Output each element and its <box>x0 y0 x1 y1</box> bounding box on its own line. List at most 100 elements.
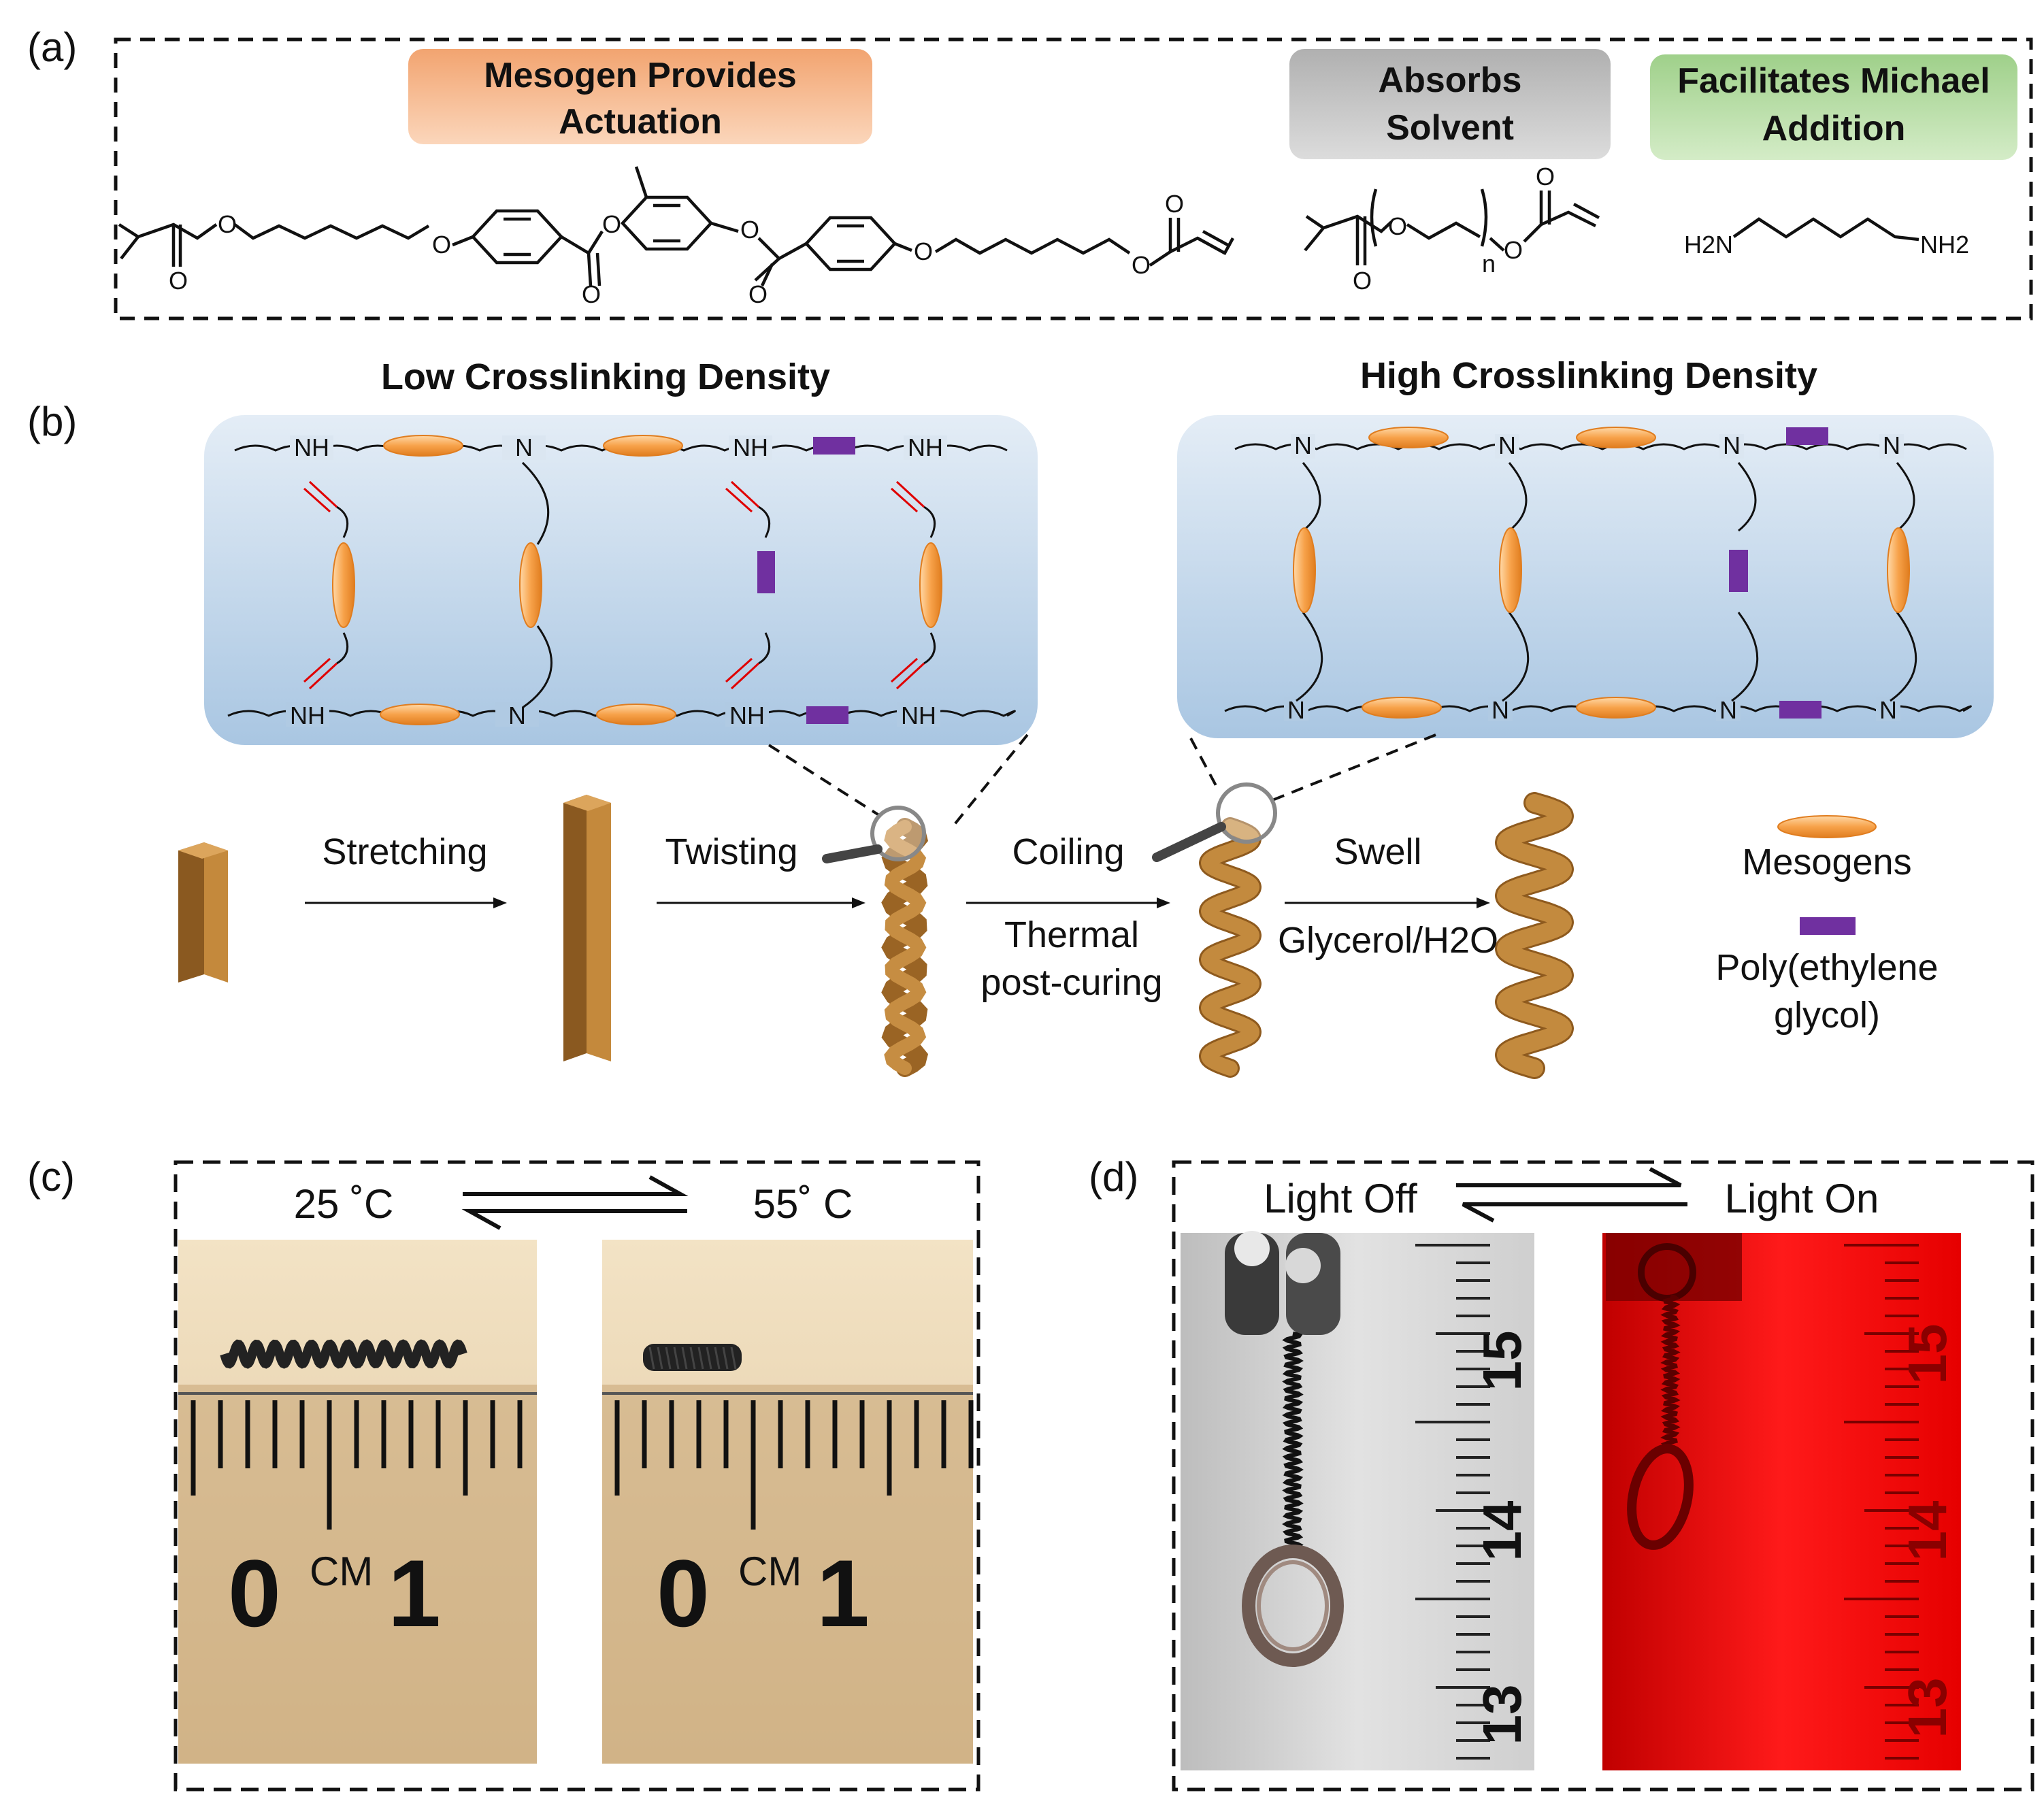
mesogen <box>332 542 355 628</box>
clip-holder <box>1225 1231 1340 1335</box>
ruler-ticks <box>602 1392 974 1530</box>
coil-texture <box>706 1347 712 1370</box>
mesogen <box>603 435 683 457</box>
label-bg <box>1719 434 1744 459</box>
ruler-ticks <box>1415 1244 1490 1760</box>
coil-body <box>1497 794 1572 1077</box>
ruler-15: 15 <box>1472 1331 1532 1391</box>
spring-contracted <box>1660 1294 1681 1448</box>
label-bg <box>1488 697 1513 721</box>
crosslink <box>1296 462 1323 702</box>
peg-segment <box>757 551 775 593</box>
panel-label-d: (d) <box>1089 1154 1138 1200</box>
coil-texture <box>722 1347 729 1370</box>
peg-segment <box>806 706 848 724</box>
temp-low: 25 ˚C <box>294 1181 394 1227</box>
light-off-label: Light Off <box>1264 1176 1417 1221</box>
step-swell: Swell <box>1334 831 1421 872</box>
step-coiling: Coiling <box>1012 831 1124 872</box>
double-bond <box>303 480 338 513</box>
svg-text:O: O <box>1536 163 1555 191</box>
peg-segment <box>1729 550 1748 592</box>
mesogen <box>1293 527 1316 613</box>
crosslink <box>1731 462 1759 702</box>
double-bond <box>303 657 338 690</box>
label-bg <box>1879 434 1904 459</box>
network-atom-label: N <box>1883 431 1900 459</box>
legend: Mesogens Poly(ethylene glycol) <box>1715 815 1939 1036</box>
magnifier-icon <box>822 806 926 863</box>
coil-texture <box>714 1347 721 1370</box>
panel-c-frame <box>174 1160 980 1792</box>
mesogen <box>1362 697 1442 719</box>
equilibrium-arrows <box>1456 1167 1687 1223</box>
peg-segment <box>1779 701 1822 719</box>
double-bond <box>725 657 760 690</box>
ruler-14: 14 <box>1897 1500 1958 1561</box>
network-atom-label: NH <box>733 433 768 461</box>
peg-segment <box>813 437 855 455</box>
fiber-coiled <box>1199 817 1262 1078</box>
mesogen <box>519 542 542 628</box>
panel-label-b: (b) <box>27 399 77 444</box>
svg-text:O: O <box>1132 251 1151 279</box>
ruler-ticks <box>1844 1244 1919 1760</box>
label-bg <box>1495 434 1519 459</box>
svg-text:O: O <box>1388 212 1407 240</box>
panel-a-frame <box>114 37 2033 320</box>
temp-high: 55˚ C <box>753 1181 853 1227</box>
network-atom-label: N <box>1719 696 1737 724</box>
legend-peg-label-1: Poly(ethylene <box>1715 947 1938 988</box>
svg-text:O: O <box>740 216 759 244</box>
diamine-structure <box>1732 217 1919 242</box>
diamine-nh2: NH2 <box>1920 231 1969 259</box>
legend-mesogens-label: Mesogens <box>1742 842 1911 882</box>
network-atom-label: N <box>1723 431 1741 459</box>
step-thermal-2: post-curing <box>980 962 1162 1003</box>
coil-texture <box>689 1347 696 1370</box>
network-atom-label: NH <box>729 702 765 729</box>
high-density-title: High Crosslinking Density <box>1360 355 1817 396</box>
mesogen <box>380 704 460 725</box>
mesogen <box>919 542 942 628</box>
dangling-chain <box>758 506 771 665</box>
crosslink <box>1890 462 1917 702</box>
spring-extended <box>1282 1332 1304 1553</box>
fiber-swollen-coil <box>1495 792 1574 1079</box>
network-atom-label: NH <box>290 702 325 729</box>
tag-solvent-line1: Absorbs <box>1379 61 1522 100</box>
peg-atoms: O O n O O <box>1353 163 1555 295</box>
tag-michael-line2: Addition <box>1762 109 1906 148</box>
ruler-zero: 0 <box>228 1540 281 1647</box>
coil-sample-texture <box>648 1347 737 1370</box>
fiber-short <box>178 842 228 983</box>
double-bond <box>725 480 760 513</box>
photo-25c: 0 CM 1 <box>178 1240 537 1764</box>
ruler-15: 15 <box>1897 1324 1958 1385</box>
ruler-13: 13 <box>1472 1685 1532 1745</box>
low-density-network <box>204 415 1038 745</box>
tag-solvent <box>1289 49 1611 159</box>
double-bond <box>890 657 925 690</box>
coil-texture <box>697 1347 704 1370</box>
peg-segment <box>1786 427 1828 445</box>
label-bg <box>286 702 329 727</box>
mesogen <box>1499 527 1522 613</box>
svg-text:O: O <box>582 280 601 308</box>
network-atom-label: N <box>508 702 526 729</box>
polymer-chain <box>1234 443 1967 450</box>
svg-text:O: O <box>602 210 621 238</box>
tag-michael <box>1650 54 2017 160</box>
panel-label-a: (a) <box>27 24 77 70</box>
svg-text:O: O <box>1353 267 1372 295</box>
ruler-ticks <box>178 1392 537 1530</box>
equilibrium-arrows <box>461 1175 689 1230</box>
low-density-title: Low Crosslinking Density <box>381 357 830 397</box>
step-twisting: Twisting <box>665 831 797 872</box>
label-bg <box>904 435 947 460</box>
ruler-zero: 0 <box>657 1540 710 1647</box>
svg-text:O: O <box>218 210 237 238</box>
ruler-14: 14 <box>1472 1500 1532 1561</box>
high-density-network <box>1177 415 1994 738</box>
tag-mesogen-line2: Actuation <box>559 102 722 142</box>
